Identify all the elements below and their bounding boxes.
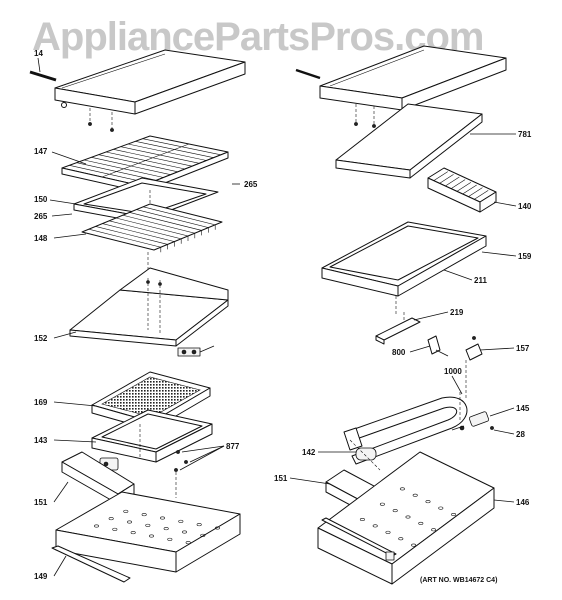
drawer-hole [130, 531, 136, 535]
callout-157: 157 [516, 344, 530, 353]
drawer-hole [438, 506, 444, 510]
radiant-bar [129, 212, 202, 236]
grate-divider [101, 143, 190, 178]
left-radiant-grid-part [81, 203, 223, 270]
callout-143: 143 [34, 436, 48, 445]
trough-rib [474, 190, 489, 200]
drawer-hole [149, 534, 155, 538]
callout-148: 148 [34, 234, 48, 243]
drawer-hole [145, 523, 151, 527]
drawer-hole [431, 528, 437, 532]
drawer-hole [392, 509, 398, 513]
callout-169: 169 [34, 398, 48, 407]
trough-rib [468, 187, 483, 197]
radiant-bar [136, 209, 209, 233]
callout-146: 146 [516, 498, 530, 507]
callout-877: 877 [226, 442, 240, 451]
drawer-hole [123, 509, 129, 513]
callout-151-left: 151 [34, 498, 48, 507]
trough-rib [439, 174, 454, 184]
leader-lines [37, 57, 517, 577]
drawer-hole [182, 530, 188, 534]
drawer-hole [425, 500, 431, 504]
drawer-hole [418, 521, 424, 525]
drawer-hole [372, 524, 378, 528]
drawer-hole [385, 530, 391, 534]
callout-219: 219 [450, 308, 464, 317]
callout-14: 14 [34, 49, 43, 58]
right-grease-trough-part [427, 167, 497, 213]
callout-labels: 14 147 265 150 265 148 152 169 143 877 1… [34, 49, 532, 581]
drawer-hole [185, 541, 191, 545]
left-drawer-part [51, 491, 241, 583]
left-frame-part [73, 177, 219, 225]
trough-rib [462, 184, 477, 195]
callout-211: 211 [474, 276, 487, 285]
right-griddle-plate-part [335, 103, 483, 179]
callout-151-right: 151 [274, 474, 288, 483]
drawer-hole [379, 502, 385, 506]
callout-1000: 1000 [444, 367, 462, 376]
callout-152: 152 [34, 334, 48, 343]
left-screws-877 [174, 450, 188, 498]
callout-28: 28 [516, 430, 525, 439]
drawer-hole [108, 517, 114, 521]
drawer-hole [163, 527, 169, 531]
right-clip-157 [465, 336, 483, 400]
radiant-bar [143, 206, 216, 230]
drawer-hole [94, 524, 100, 528]
drawer-hole [405, 515, 411, 519]
trough-rib [433, 171, 448, 181]
drawer-hole [412, 493, 418, 497]
drawer-hole [112, 527, 118, 531]
callout-265-upper: 265 [244, 180, 258, 189]
callout-781: 781 [518, 130, 532, 139]
drawer-hole [398, 537, 404, 541]
right-griddle-pan-part [321, 221, 487, 316]
radiant-bar [88, 228, 162, 253]
callout-159: 159 [518, 252, 532, 261]
trough-rib [450, 179, 466, 189]
radiant-bar [115, 217, 189, 241]
callout-145: 145 [516, 404, 530, 413]
right-valve-part [451, 411, 494, 431]
drawer-hole [215, 526, 221, 530]
callout-140: 140 [518, 202, 532, 211]
left-shield-part [69, 267, 229, 357]
callout-150: 150 [34, 195, 48, 204]
right-bracket-219 [375, 310, 421, 345]
drawer-hole [127, 520, 133, 524]
drawer-hole [451, 512, 457, 516]
callout-142: 142 [302, 448, 316, 457]
trough-rib [456, 182, 472, 192]
drawer-hole [167, 537, 173, 541]
drawer-hole [178, 519, 184, 523]
drawer-hole [200, 533, 206, 537]
callout-800: 800 [392, 348, 406, 357]
trough-rib [445, 176, 460, 187]
drawer-hole [141, 513, 147, 517]
callout-265-lower: 265 [34, 212, 48, 221]
radiant-bar [102, 223, 175, 247]
drawer-hole [359, 518, 365, 522]
drawer-hole [399, 487, 405, 491]
radiant-bar [122, 214, 196, 239]
right-burner-part [343, 392, 468, 471]
drawer-hole [160, 516, 166, 520]
callout-149: 149 [34, 572, 48, 581]
art-number-caption: (ART NO. WB14672 C4) [420, 577, 497, 584]
drawer-hole [411, 543, 417, 547]
right-drawer-part [317, 451, 495, 585]
drawer-hole [196, 523, 202, 527]
right-igniter-800 [427, 335, 449, 357]
callout-147: 147 [34, 147, 48, 156]
left-drip-tray-part [91, 409, 213, 471]
left-cover-part [29, 49, 246, 132]
radiant-bar [109, 220, 182, 244]
radiant-bar [95, 226, 168, 250]
